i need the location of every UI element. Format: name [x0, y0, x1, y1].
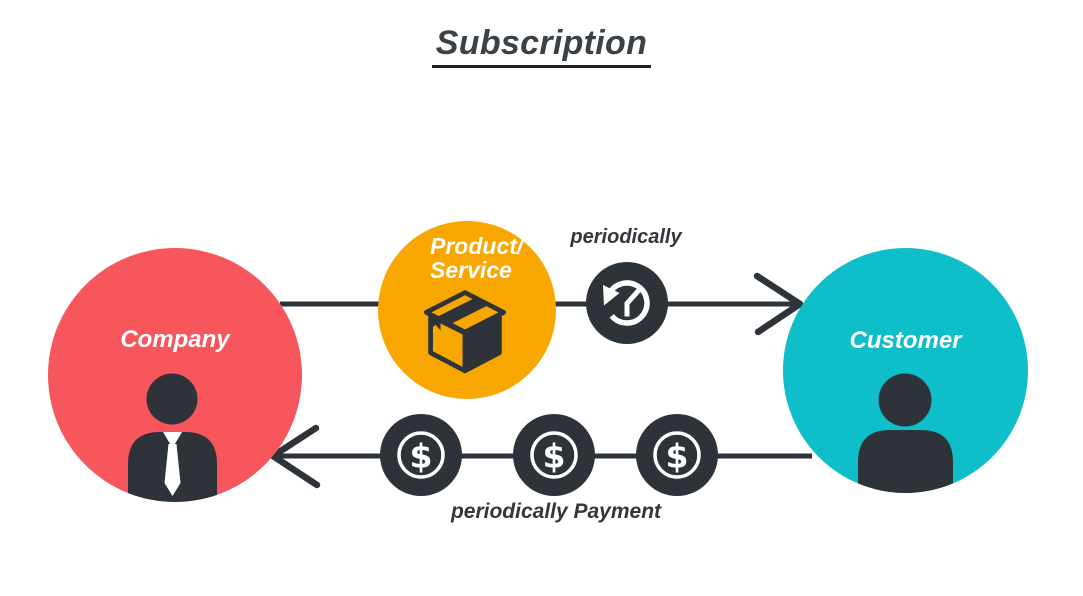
delivery-frequency-label: periodically: [570, 226, 682, 248]
dollar-coin-icon: $: [513, 414, 595, 496]
svg-text:$: $: [410, 437, 433, 476]
product-label-line2: Service: [430, 257, 512, 283]
svg-text:$: $: [666, 437, 689, 476]
arc-arrowhead: [603, 285, 620, 306]
arrowhead-left-icon: [269, 424, 321, 489]
dollar-coin-icon: $: [380, 414, 462, 496]
package-box-icon: [423, 290, 507, 374]
dollar-coin-icon: $: [636, 414, 718, 496]
tie-tail: [164, 444, 181, 496]
payment-frequency-label: periodically Payment: [450, 500, 662, 523]
company-label: Company: [120, 326, 230, 353]
product-service-node: Product/ Service: [378, 221, 556, 399]
product-service-label: Product/ Service: [430, 234, 523, 282]
clock-hands: [624, 287, 642, 317]
svg-text:$: $: [543, 437, 566, 476]
box-flap: [431, 314, 441, 331]
page-title: Subscription: [431, 24, 652, 68]
customer-node: Customer: [783, 248, 1028, 493]
company-node: Company: [48, 248, 302, 502]
recurring-badge: [586, 262, 668, 344]
person-icon: [858, 373, 953, 493]
box-tape: [436, 298, 489, 324]
product-label-line1: Product/: [430, 233, 524, 259]
arrowhead-right-icon: [753, 272, 804, 336]
businessman-icon: [128, 373, 217, 502]
customer-label: Customer: [849, 327, 962, 354]
title-row: Subscription: [0, 24, 1083, 68]
tie-knot: [163, 432, 182, 448]
recurring-clock-icon: [586, 262, 668, 344]
